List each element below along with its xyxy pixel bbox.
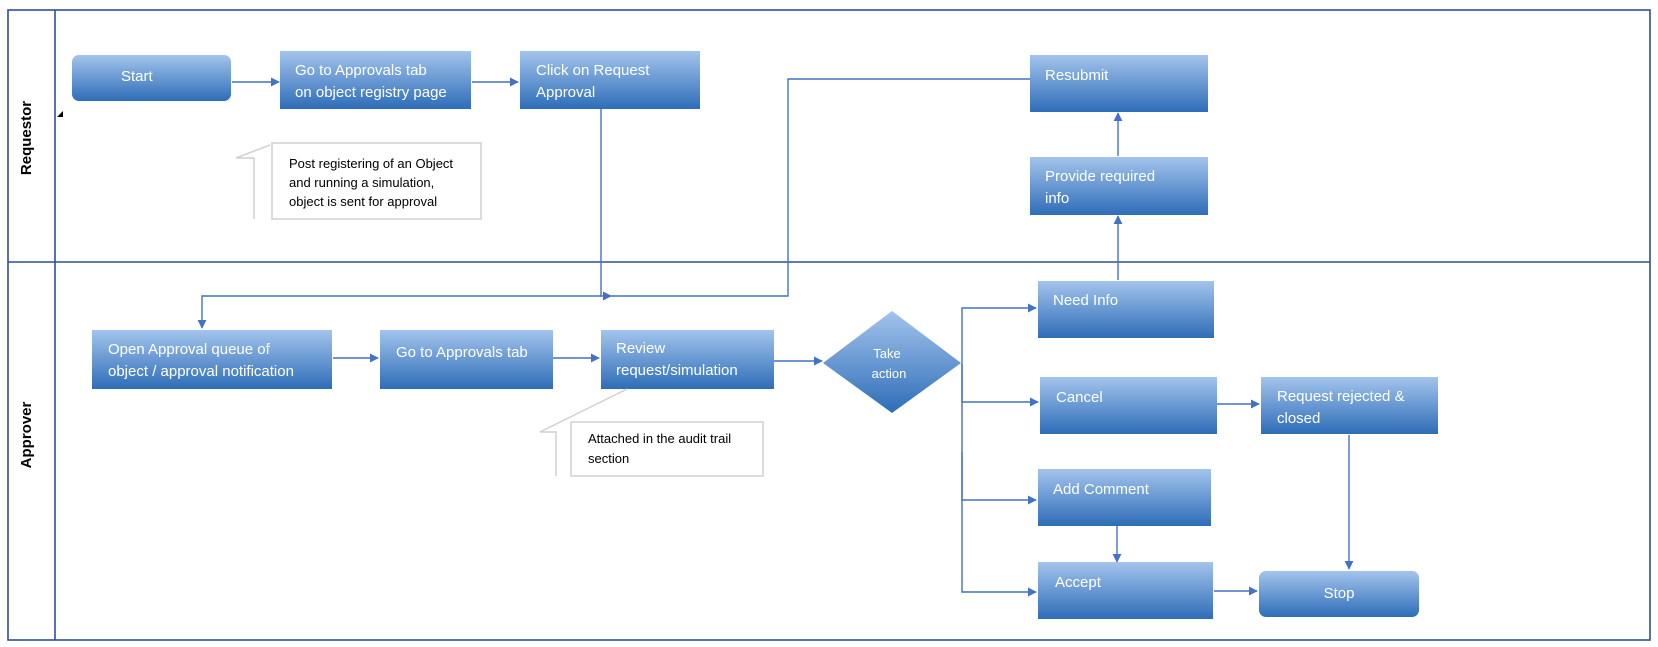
node-stop-label: Stop	[1324, 585, 1355, 602]
note-registry-line2: and running a simulation,	[289, 175, 434, 190]
note-registry-line1: Post registering of an Object	[289, 156, 453, 171]
node-provide-info-line2: info	[1045, 190, 1069, 207]
node-start-label: Start	[121, 68, 154, 85]
node-take-action-line1: Take	[873, 346, 900, 361]
node-add-comment-label: Add Comment	[1053, 481, 1150, 498]
node-rejected-line1: Request rejected &	[1277, 388, 1405, 405]
node-click-request-approval: Click on Request Approval	[520, 51, 700, 109]
node-stop: Stop	[1259, 571, 1419, 617]
node-start: Start	[72, 55, 231, 101]
node-need-info: Need Info	[1038, 281, 1214, 338]
node-go-approvals-registry-line1: Go to Approvals tab	[295, 62, 427, 79]
node-accept: Accept	[1038, 562, 1213, 619]
node-cancel: Cancel	[1040, 377, 1217, 434]
node-resubmit-label: Resubmit	[1045, 67, 1109, 84]
node-review-line1: Review	[616, 340, 665, 357]
node-rejected-line2: closed	[1277, 410, 1320, 427]
node-go-approvals-registry-line2: on object registry page	[295, 84, 447, 101]
node-add-comment: Add Comment	[1038, 469, 1211, 526]
node-go-approvals-label: Go to Approvals tab	[396, 344, 528, 361]
connectors	[197, 77, 1354, 597]
note-registry: Post registering of an Object and runnin…	[235, 142, 482, 220]
node-open-approval-queue: Open Approval queue of object / approval…	[92, 330, 332, 389]
lane-label-approver: Approver	[18, 402, 35, 469]
note-registry-line3: object is sent for approval	[289, 194, 437, 209]
node-provide-info: Provide required info	[1030, 157, 1208, 215]
node-need-info-label: Need Info	[1053, 292, 1118, 309]
node-request-rejected: Request rejected & closed	[1261, 377, 1438, 434]
node-take-action-line2: action	[872, 366, 907, 381]
node-open-queue-line1: Open Approval queue of	[108, 341, 271, 358]
node-cancel-label: Cancel	[1056, 389, 1103, 406]
note-audit-line2: section	[588, 451, 629, 466]
node-review-request: Review request/simulation	[601, 330, 774, 389]
lane-corner-marker	[57, 111, 63, 117]
note-audit-trail: Attached in the audit trail section	[539, 388, 764, 477]
node-click-request-line2: Approval	[536, 84, 595, 101]
node-open-queue-line2: object / approval notification	[108, 363, 294, 380]
node-provide-info-line1: Provide required	[1045, 168, 1155, 185]
node-go-approvals: Go to Approvals tab	[380, 330, 553, 389]
node-review-line2: request/simulation	[616, 362, 738, 379]
lane-frame	[7, 9, 1651, 641]
node-take-action-decision: Take action	[823, 311, 961, 413]
node-resubmit: Resubmit	[1030, 55, 1208, 112]
node-go-approvals-registry: Go to Approvals tab on object registry p…	[280, 51, 471, 109]
node-click-request-line1: Click on Request	[536, 62, 650, 79]
note-audit-line1: Attached in the audit trail	[588, 431, 731, 446]
node-accept-label: Accept	[1055, 574, 1102, 591]
lane-label-requestor: Requestor	[18, 101, 35, 175]
